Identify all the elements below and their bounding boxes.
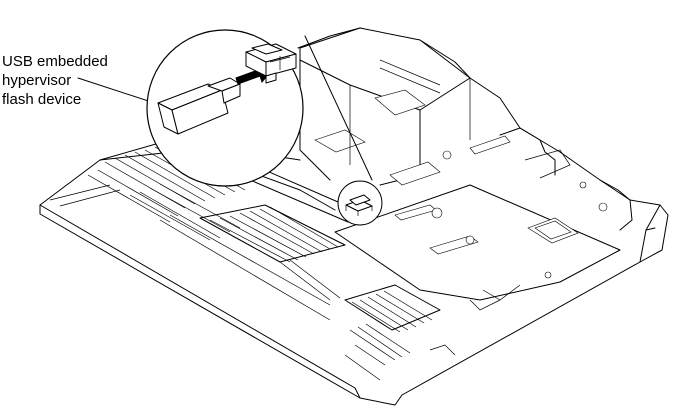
usb-location-marker [337, 180, 383, 226]
left-tray-rails [49, 184, 331, 321]
usb-connector [245, 43, 297, 84]
callout-line-3: flash device [2, 91, 82, 108]
rear-riser-cage [299, 27, 471, 186]
dimm-slots-center [199, 204, 346, 301]
magnified-detail [146, 29, 304, 187]
dimm-slots-front [344, 284, 441, 381]
callout-line-2: hypervisor [2, 72, 72, 89]
callout-line-1: USB embedded [2, 53, 108, 70]
system-board [334, 127, 633, 356]
drive-slots-left [87, 144, 246, 241]
usb-flash-device [157, 77, 241, 135]
callout-label: USB embedded hypervisor flash device [2, 52, 152, 109]
